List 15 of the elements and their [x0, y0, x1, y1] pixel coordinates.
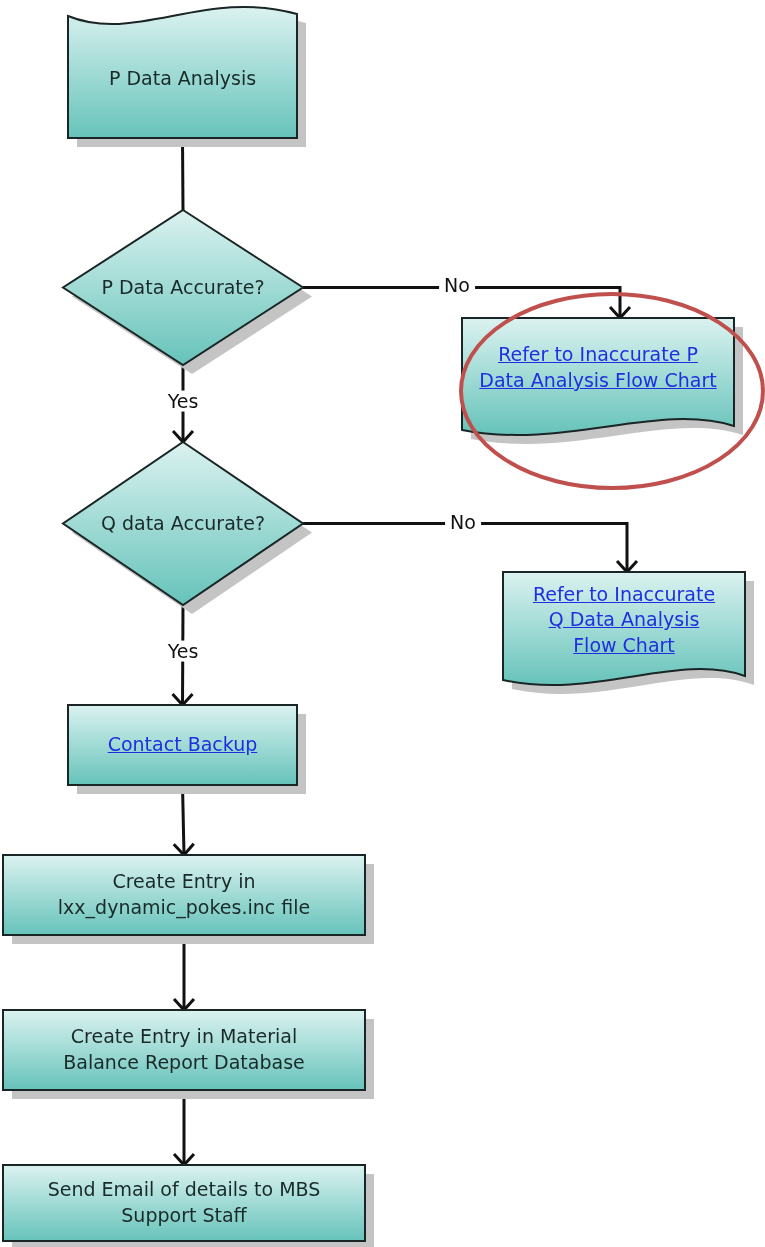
node-label: Q data Accurate?: [100, 510, 266, 536]
node-label: Create Entry in lxx_dynamic_pokes.inc file: [56, 869, 312, 921]
node-label: P Data Accurate?: [101, 274, 265, 300]
node-label: Create Entry in Material Balance Report Database: [62, 1024, 306, 1075]
process-box: [68, 705, 306, 794]
process-box: [3, 1010, 374, 1099]
node-label: Send Email of details to MBS Support Staff: [46, 1177, 322, 1228]
link: Refer to Inaccurate P Data Analysis Flow Chart: [478, 342, 718, 393]
process-box: [3, 855, 374, 944]
decision-diamond: [63, 442, 312, 614]
decision-diamond: [63, 210, 312, 374]
link: Contact Backup: [107, 732, 258, 758]
link: Refer to Inaccurate Q Data Analysis Flow Chart: [531, 581, 717, 658]
process-box: [3, 1165, 374, 1247]
node-label: P Data Analysis: [108, 66, 257, 92]
